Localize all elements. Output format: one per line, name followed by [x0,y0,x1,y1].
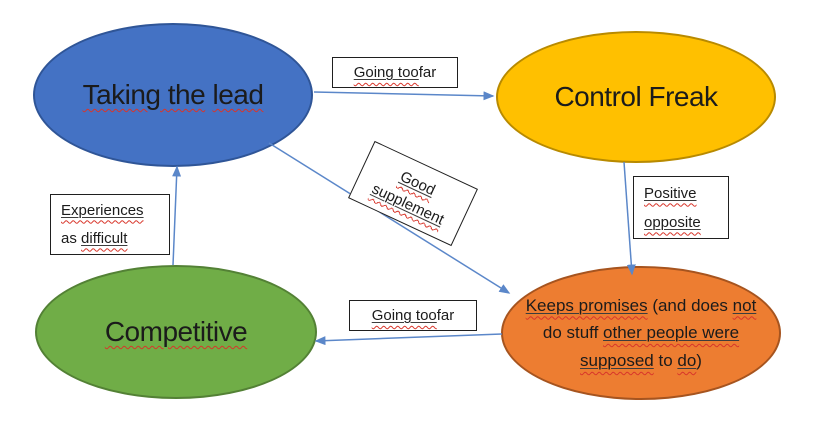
flagged-text: Competitive [104,315,248,347]
flagged-text: Keeps promises [525,295,648,315]
node-keeps-promises: Keeps promises (and does not do stuff ot… [501,266,781,400]
flagged-text: supposed [580,350,654,370]
flagged-text: Taking the [82,78,206,110]
arrow-going-too-far-top [313,91,495,101]
flagged-text: Going too [371,307,437,324]
node-keeps-promises-label: Keeps promises (and does not do stuff ot… [514,292,768,375]
flagged-text: not [732,295,757,315]
edge-label-going-too-far-bottom: Going too far [349,300,477,331]
edge-label-positive-opposite: Positive opposite [633,176,729,239]
node-competitive: Competitive [35,265,317,399]
arrow-going-too-far-bottom [314,333,503,346]
plain-text: (and does [647,295,733,315]
plain-text: do stuff [542,323,604,343]
flagged-text: difficult [81,229,128,247]
arrow-experiences-as-difficult [172,165,182,266]
arrow-good-supplement [268,142,511,294]
flagged-text: Experiences [61,201,144,219]
edge-label-going-too-far-top: Going too far [332,57,458,88]
plain-text: to [653,350,678,370]
flagged-text: lead [212,78,264,110]
edge-label-positive-opposite-text: Positive opposite [644,179,701,237]
plain-text: as [61,229,82,247]
plain-text: far [418,64,437,81]
plain-text: Control Freak [554,80,718,112]
arrow-positive-opposite [623,161,636,276]
flagged-text: Going too [353,64,419,81]
node-taking-the-lead: Taking the lead [33,23,313,167]
flagged-text: other people were [603,323,740,343]
flagged-text: Positive [644,184,697,202]
flagged-text: do [677,350,697,370]
node-control-freak: Control Freak [496,31,776,163]
flagged-text: opposite [644,213,701,231]
edge-label-experiences-as-difficult: Experiences as difficult [50,194,170,255]
node-competitive-label: Competitive [104,315,248,348]
plain-text: ) [696,350,702,370]
node-taking-the-lead-label: Taking the lead [83,79,264,111]
node-control-freak-label: Control Freak [554,80,718,113]
edge-label-experiences-text: Experiences as difficult [61,197,144,253]
plain-text: far [436,307,455,324]
